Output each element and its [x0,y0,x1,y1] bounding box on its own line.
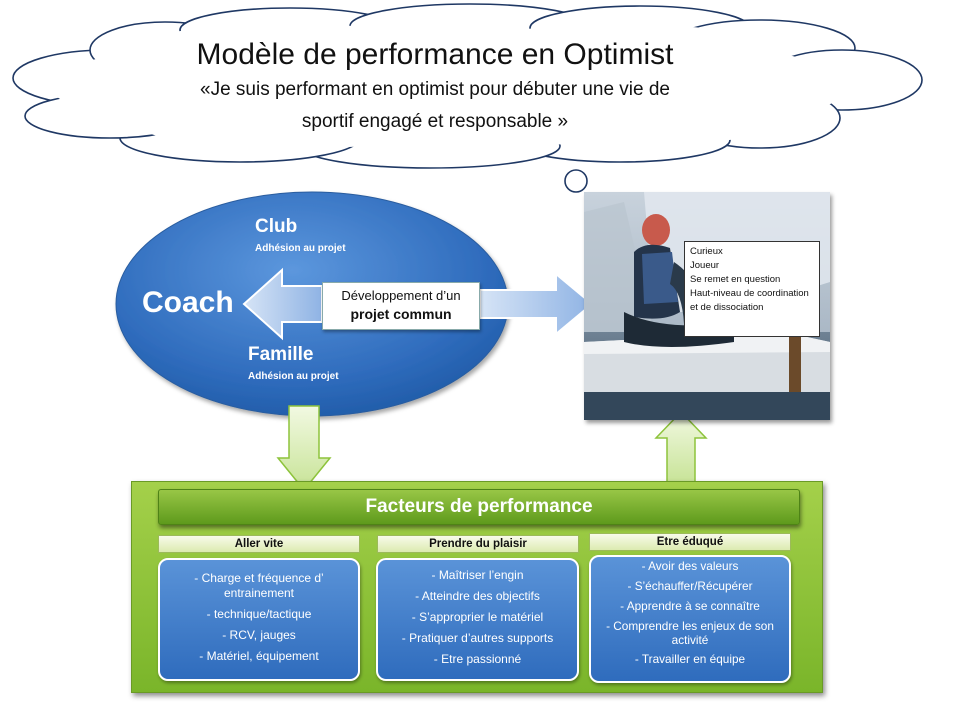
arrow-up-to-sailor [654,410,708,485]
famille-subtitle: Adhésion au projet [248,371,339,382]
list-item: - Avoir des valeurs [641,559,739,573]
quality-item: Joueur [690,260,720,271]
list-item: - S’échauffer/Récupérer [627,579,753,593]
club-subtitle: Adhésion au projet [255,243,346,254]
coach-label: Coach [142,286,234,319]
quality-item: Haut-niveau de coordination et de dissoc… [690,288,809,313]
list-item: - Travailler en équipe [634,652,746,666]
famille-label: Famille [248,344,314,365]
arrow-to-coach [242,267,323,341]
arrow-down-to-factors [276,405,332,492]
title-quote-line2: sportif engagé et responsable » [301,111,569,132]
list-item: - Atteindre des objectifs [415,589,540,603]
page-title: Modèle de performance en Optimist [196,38,674,71]
column-box-plaisir: - Maîtriser l’engin - Atteindre des obje… [376,558,579,681]
quality-item: Curieux [690,246,723,257]
list-item: - S’approprier le matériel [411,610,544,624]
column-header-plaisir: Prendre du plaisir [377,535,579,553]
title-block: Modèle de performance en Optimist «Je su… [120,38,750,136]
column-box-eduque: - Avoir des valeurs - S’échauffer/Récupé… [589,555,791,683]
list-item: - technique/tactique [206,607,312,621]
title-quote-line1: «Je suis performant en optimist pour déb… [200,79,670,100]
list-item: - Apprendre à se connaître [620,599,760,613]
column-box-aller-vite: - Charge et fréquence d’ entrainement - … [158,558,360,681]
sailor-qualities-note: Curieux Joueur Se remet en question Haut… [684,241,820,337]
list-item: - RCV, jauges [222,628,296,642]
thought-bubble-large [564,169,588,193]
column-header-eduque: Etre éduqué [589,533,791,551]
facteurs-title: Facteurs de performance [158,489,800,525]
projet-commun-box: Développement d’un projet commun [322,282,480,330]
list-item: - Pratiquer d’autres supports [401,631,554,645]
list-item: - Maîtriser l’engin [431,568,524,582]
list-item: - Etre passionné [433,652,522,666]
club-label: Club [255,216,298,237]
projet-commun-line1: Développement d’un [341,288,461,303]
column-header-aller-vite: Aller vite [158,535,360,553]
projet-commun-line2: projet commun [350,306,452,322]
arrow-to-sailor [479,271,594,337]
list-item: - Comprendre les enjeux de son activité [606,619,774,647]
quality-item: Se remet en question [690,274,781,285]
list-item: - Charge et fréquence d’ entrainement [194,571,324,600]
list-item: - Matériel, équipement [199,649,319,663]
